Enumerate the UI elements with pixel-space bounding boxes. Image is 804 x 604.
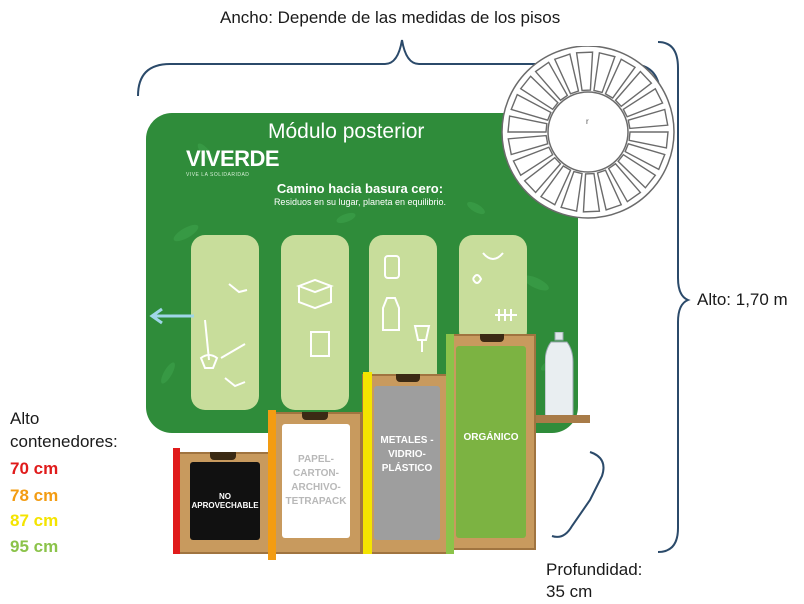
svg-text:r: r: [586, 117, 589, 126]
height-bar-95: [446, 334, 454, 554]
container-label-organico: ORGÁNICO: [456, 346, 526, 538]
shoe-icon: [228, 283, 248, 294]
banana-peel-icon: [482, 252, 504, 260]
height-bar-78: [268, 410, 276, 560]
slot-papel: [281, 235, 349, 410]
arrow-left-icon: [149, 307, 194, 325]
logo-tagline: VIVE LA SOLIDARIDAD: [186, 172, 250, 178]
shelf: [535, 415, 590, 423]
width-label: Ancho: Depende de las medidas de los pis…: [220, 8, 561, 27]
depth-brace: [551, 451, 605, 538]
broom-icon: [204, 319, 210, 361]
fish-bone-icon: [495, 309, 517, 321]
paper-icon: [310, 331, 330, 357]
legend-height-87: 87 cm: [10, 511, 59, 530]
no-aprovechable-icons: [199, 283, 248, 388]
depth-label-line1: Profundidad:: [546, 560, 643, 579]
depth-label-line2: 35 cm: [546, 582, 593, 601]
container-handle: [302, 412, 328, 420]
bag-icon: [382, 297, 400, 331]
height-brace: [657, 41, 691, 553]
slot-no-aprovechable: [191, 235, 259, 410]
legend-height-78: 78 cm: [10, 486, 59, 505]
metales-icons: [382, 255, 431, 352]
can-icon: [384, 255, 400, 279]
box-icon: [296, 278, 334, 310]
height-bar-87: [363, 372, 372, 554]
height-label: Alto: 1,70 m: [697, 290, 788, 309]
viverde-logo: VIVERDE: [186, 146, 280, 171]
container-handle: [480, 334, 504, 342]
glass-icon: [413, 325, 431, 352]
slot-organico: [459, 235, 527, 345]
legend-height-95: 95 cm: [10, 537, 59, 556]
organico-icons: [472, 252, 517, 321]
legend-title-line2: contenedores:: [10, 432, 118, 451]
container-handle: [396, 374, 420, 382]
container-label-papel: PAPEL-CARTON-ARCHIVO-TETRAPACK: [282, 424, 350, 538]
container-label-no-aprovechable: NO APROVECHABLE: [190, 462, 260, 540]
module-title: Módulo posterior: [268, 120, 425, 143]
legend-height-70: 70 cm: [10, 459, 59, 478]
container-label-metales: METALES -VIDRIO-PLÁSTICO: [374, 386, 440, 540]
apple-core-icon: [472, 274, 483, 284]
container-handle: [210, 452, 236, 460]
legend-title-line1: Alto: [10, 409, 40, 428]
height-bar-70: [173, 448, 180, 554]
slogan: Camino hacia basura cero:: [276, 181, 444, 196]
fan-icon: r: [501, 46, 675, 219]
papel-icons: [296, 278, 334, 357]
slogan-subtitle: Residuos en su lugar, planeta en equilib…: [273, 197, 447, 207]
